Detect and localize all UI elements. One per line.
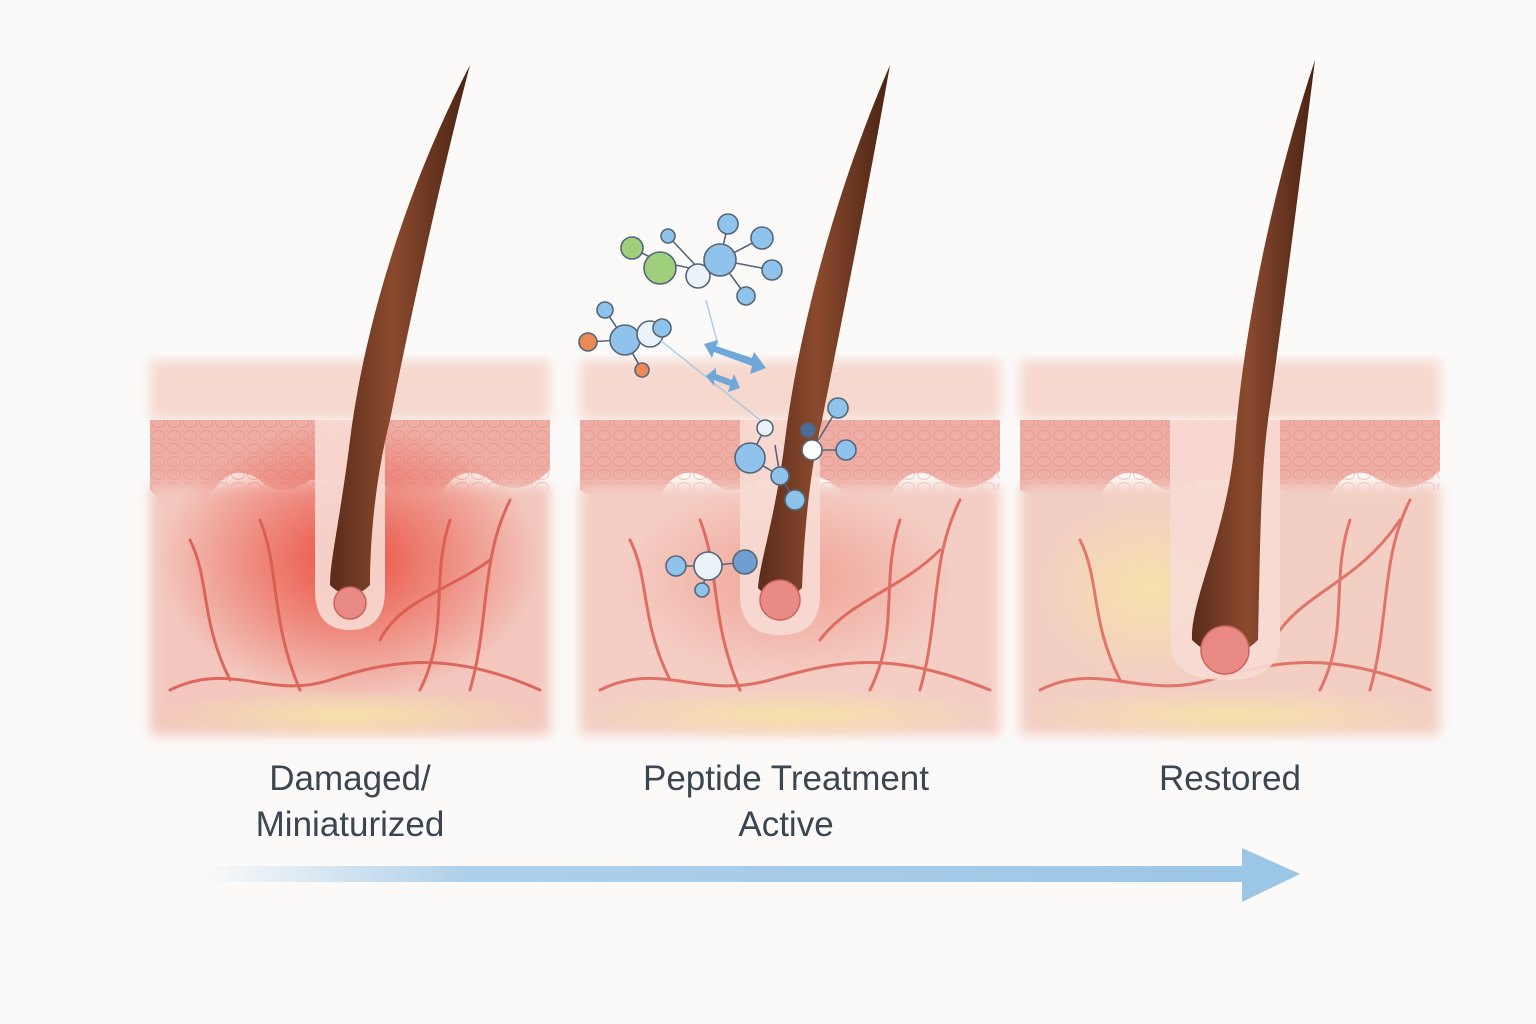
- dermal-papilla: [759, 579, 801, 621]
- blood-vessels: [598, 498, 992, 692]
- peptide-molecule: [578, 301, 672, 378]
- stage-label-damaged: Damaged/ Miniaturized: [140, 756, 560, 848]
- peptide-molecule: [734, 397, 857, 511]
- progress-arrow: [200, 848, 1300, 902]
- panel-restored: [1020, 60, 1440, 740]
- stage-label-line: Peptide Treatment: [643, 759, 929, 798]
- panel-treatment: [580, 65, 1000, 740]
- stage-label-line: Active: [738, 805, 834, 844]
- skin-surface-layer: [150, 360, 550, 420]
- fat-tissue: [1020, 690, 1440, 740]
- blood-vessels: [1038, 498, 1432, 692]
- dermal-papilla: [333, 586, 367, 620]
- peptide-molecules: [578, 213, 857, 598]
- hair-shaft: [330, 65, 470, 595]
- panel-damaged: [150, 65, 550, 740]
- fat-tissue: [580, 690, 1000, 740]
- peptide-molecule: [620, 213, 783, 306]
- fat-tissue: [150, 690, 550, 740]
- hair-shaft: [758, 65, 890, 599]
- stage-label-treatment: Peptide Treatment Active: [576, 756, 996, 848]
- stage-label-line: Miniaturized: [255, 805, 445, 844]
- peptide-molecule: [665, 549, 758, 598]
- stage-label-restored: Restored: [1020, 756, 1440, 802]
- stage-label-line: Restored: [1158, 759, 1302, 798]
- skin-surface-layer: [1020, 360, 1440, 420]
- stage-label-line: Damaged/: [269, 759, 431, 798]
- blood-vessels: [168, 498, 542, 692]
- interaction-arrow-icon: [704, 340, 766, 392]
- dermal-papilla: [1200, 625, 1250, 675]
- hair-shaft: [1191, 60, 1315, 656]
